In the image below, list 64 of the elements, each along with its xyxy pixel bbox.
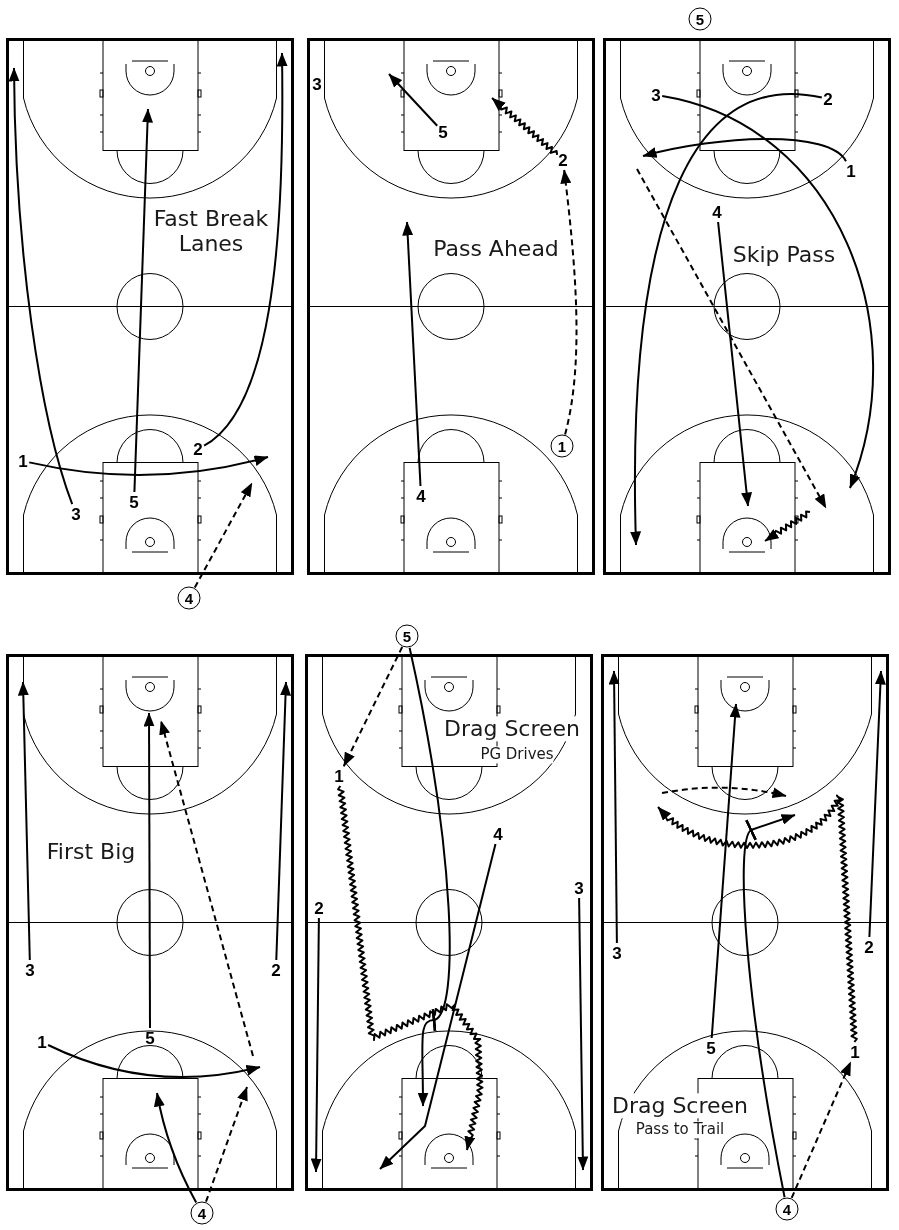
- movement-arrow: [47, 1044, 261, 1078]
- dribble-arrow: [657, 794, 858, 1043]
- circled-player-number: 4: [177, 586, 201, 610]
- circled-player-number: 4: [190, 1201, 214, 1225]
- player-number: 2: [193, 440, 203, 458]
- movement-arrow: [717, 221, 753, 507]
- movement-arrow: [402, 221, 422, 487]
- pass-arrow: [560, 169, 578, 436]
- dribble-arrow: [337, 785, 484, 1151]
- player-number: 4: [712, 203, 722, 221]
- movement-arrow: [143, 712, 155, 1029]
- movement-arrow: [154, 1092, 198, 1204]
- movement-arrow: [133, 108, 153, 493]
- movement-arrow: [8, 67, 74, 506]
- movement-arrow: [310, 917, 322, 1173]
- play-subtitle: Pass to Trail: [635, 1121, 725, 1139]
- player-number: 2: [823, 90, 833, 108]
- player-number: 3: [574, 879, 584, 897]
- screen-arrow: [408, 646, 451, 1107]
- circled-player-number: 4: [775, 1197, 799, 1221]
- play-title: Drag Screen: [611, 1093, 749, 1119]
- circled-player-number: 5: [395, 624, 419, 648]
- player-number: 1: [334, 767, 344, 785]
- player-number: 2: [864, 938, 874, 956]
- movement-arrow: [577, 897, 589, 1171]
- pass-arrow: [205, 1086, 248, 1203]
- player-number: 3: [71, 505, 81, 523]
- movement-arrow: [608, 670, 620, 944]
- movement-arrow: [630, 93, 823, 546]
- player-number: 4: [493, 825, 503, 843]
- player-number: 2: [558, 151, 568, 169]
- movement-arrow: [710, 703, 741, 1039]
- player-number: 2: [314, 899, 324, 917]
- pass-arrow: [790, 1060, 852, 1199]
- movement-arrow: [28, 455, 269, 476]
- movement-arrow: [388, 73, 439, 127]
- player-number: 3: [312, 75, 322, 93]
- dribble-arrow: [491, 97, 559, 156]
- movement-arrow: [868, 670, 886, 938]
- play-title: Drag Screen: [443, 716, 581, 742]
- player-number: 3: [651, 86, 661, 104]
- play-subtitle: PG Drives: [480, 746, 554, 764]
- screen-arrow: [742, 814, 796, 1199]
- movement-arrow: [17, 681, 31, 961]
- player-number: 1: [846, 162, 856, 180]
- movement-arrow: [275, 681, 292, 961]
- player-number: 4: [416, 487, 426, 505]
- player-number: 1: [37, 1033, 47, 1051]
- player-number: 3: [25, 961, 35, 979]
- player-number: 5: [438, 123, 448, 141]
- player-number: 2: [271, 961, 281, 979]
- player-number: 1: [18, 452, 28, 470]
- movement-arrow: [379, 843, 497, 1170]
- movement-arrow: [203, 52, 288, 447]
- movement-arrow: [661, 95, 875, 489]
- player-number: 5: [145, 1029, 155, 1047]
- player-number: 3: [612, 944, 622, 962]
- player-number: 5: [706, 1039, 716, 1057]
- circled-player-number: 5: [688, 7, 712, 31]
- player-number: 1: [850, 1043, 860, 1061]
- pass-arrow: [342, 646, 404, 768]
- circled-player-number: 1: [550, 434, 574, 458]
- movement-arrow: [642, 138, 847, 163]
- player-number: 5: [129, 493, 139, 511]
